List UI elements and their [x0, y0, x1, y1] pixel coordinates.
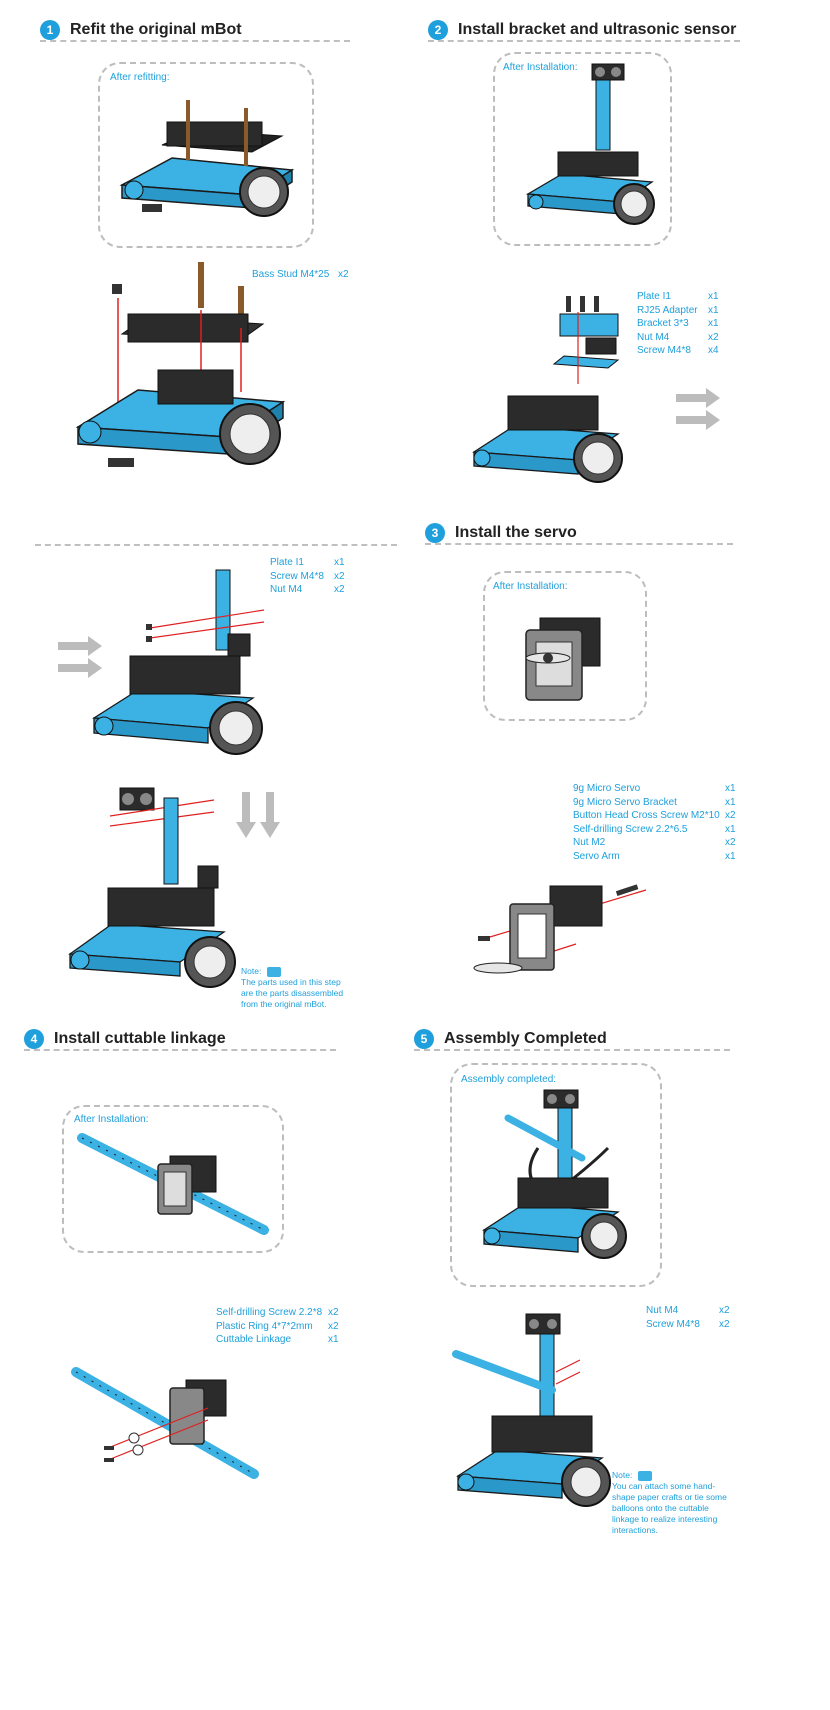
- step-2-header: 2 Install bracket and ultrasonic sensor: [428, 20, 736, 40]
- step-5-divider: [414, 1049, 730, 1051]
- step-4-divider: [24, 1049, 336, 1051]
- step-2-note: Note: The parts used in this step are th…: [241, 966, 351, 1010]
- step-1-parts: Bass Stud M4*25 x2: [252, 268, 349, 282]
- step-1-box-label: After refitting:: [110, 72, 170, 83]
- step-3-title: Install the servo: [455, 524, 577, 541]
- step-1-number: 1: [40, 20, 60, 40]
- step-2-continued-divider: [35, 544, 397, 546]
- step-4-title: Install cuttable linkage: [54, 1030, 226, 1047]
- mbot-final-exploded-illustration: [452, 1313, 611, 1507]
- step-3-number: 3: [425, 523, 445, 543]
- linkage-illustration: [77, 1133, 269, 1235]
- step-3-header: 3 Install the servo: [425, 523, 577, 543]
- step-4-header: 4 Install cuttable linkage: [24, 1029, 226, 1049]
- servo-exploded-illustration: [473, 884, 647, 974]
- parts-item: Bass Stud M4*25 x2: [252, 269, 349, 280]
- mbot-plate-exploded-illustration: [92, 569, 265, 755]
- linkage-exploded-illustration: [71, 1367, 259, 1479]
- mbot-exploded-illustration: [75, 262, 286, 467]
- step-5-box-label: Assembly completed:: [461, 1074, 557, 1085]
- step-2-title: Install bracket and ultrasonic sensor: [458, 21, 737, 38]
- mbot-bracket-exploded-illustration: [472, 296, 623, 483]
- step-5-number: 5: [414, 1029, 434, 1049]
- step-4-box-label: After Installation:: [74, 1114, 149, 1125]
- note-label: Note:: [241, 966, 262, 976]
- step-2-box-label: After Installation:: [503, 62, 578, 73]
- note-text: You can attach some hand-shape paper cra…: [612, 1481, 727, 1535]
- step-5-note: Note: You can attach some hand-shape pap…: [612, 1470, 737, 1536]
- note-robot-icon: [266, 966, 281, 977]
- step-2-divider: [428, 40, 740, 42]
- mbot-with-sensor-illustration: [525, 63, 655, 225]
- double-arrow-icon: [58, 636, 102, 678]
- step-4-after-box: [62, 1105, 284, 1253]
- step-1-title: Refit the original mBot: [70, 21, 242, 38]
- step-5-after-box: [450, 1063, 662, 1287]
- step-2-number: 2: [428, 20, 448, 40]
- step-3-box-label: After Installation:: [493, 581, 568, 592]
- double-arrow-down-icon: [236, 792, 280, 838]
- step-1-after-box: [98, 62, 314, 248]
- mbot-illustration: [119, 100, 295, 217]
- double-arrow-icon: [676, 388, 720, 430]
- mbot-sensor-exploded-illustration: [68, 787, 236, 988]
- note-robot-icon: [637, 1470, 652, 1481]
- step-2-after-box: [493, 52, 672, 246]
- step-5-title: Assembly Completed: [444, 1030, 607, 1047]
- step-4-number: 4: [24, 1029, 44, 1049]
- step-1-header: 1 Refit the original mBot: [40, 20, 242, 40]
- mbot-complete-illustration: [482, 1089, 627, 1259]
- note-text: The parts used in this step are the part…: [241, 977, 344, 1009]
- note-label: Note:: [612, 1470, 633, 1480]
- servo-illustration: [525, 617, 601, 701]
- step-3-divider: [425, 543, 733, 545]
- step-3-after-box: [483, 571, 647, 721]
- step-1-divider: [40, 40, 350, 42]
- step-5-header: 5 Assembly Completed: [414, 1029, 607, 1049]
